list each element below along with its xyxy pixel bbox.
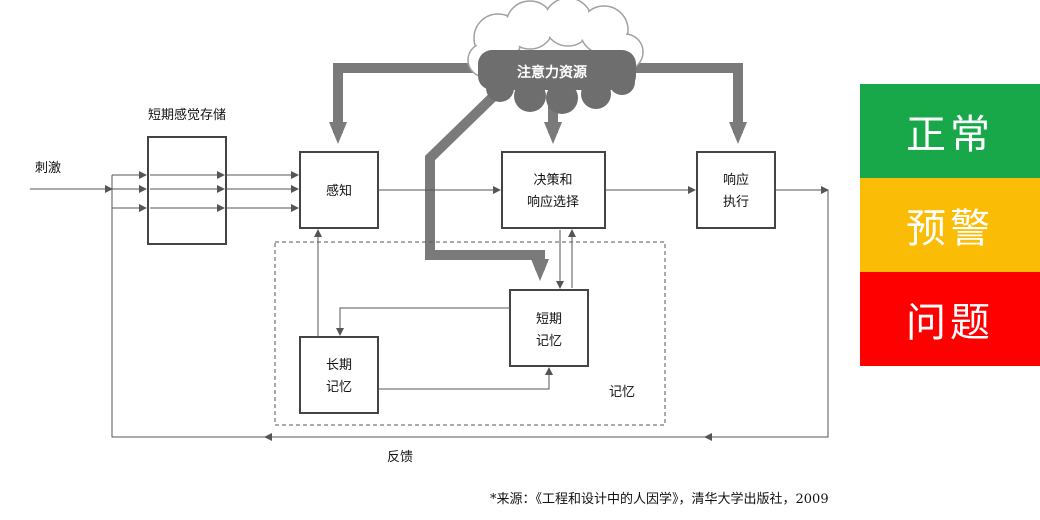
stm-label-line1: 短期 [536,312,562,327]
response-label-line1: 响应 [723,172,749,188]
response-label-line2: 执行 [723,195,749,210]
ltm-box [299,336,379,414]
status-problem-label: 问题 [906,300,994,346]
attention-to-response-arrow [620,63,747,144]
source-citation: *来源：《工程和设计中的人因学》，清华大学出版社，2009 [490,492,829,507]
attention-to-stm-arrow [425,86,549,281]
status-warning-label: 预警 [906,206,994,252]
sensory-store-box [147,136,227,245]
ltm-label-line1: 长期 [326,358,352,373]
decision-box [501,151,606,229]
perception-box [299,151,379,229]
feedback-loop-line [111,190,829,438]
attention-label: 注意力资源 [517,64,587,81]
sensory-input-arrows [111,171,147,212]
decision-label-line2: 响应选择 [527,194,579,210]
stm-box [509,289,589,367]
status-normal-label: 正常 [906,112,994,158]
feedback-label: 反馈 [387,450,413,465]
perception-label: 感知 [326,183,352,199]
stm-label-line2: 记忆 [536,333,562,349]
status-problem: 问题 [860,272,1040,366]
status-normal: 正常 [860,84,1040,178]
response-box [696,151,776,229]
attention-to-perception-arrow [329,63,480,144]
sensory-store-label: 短期感觉存储 [148,107,226,123]
memory-label: 记忆 [609,384,635,400]
ltm-label-line2: 记忆 [326,379,352,395]
decision-label-line1: 决策和 [533,172,572,188]
attention-cloud [467,0,644,114]
stimulus-label: 刺激 [35,161,61,176]
stm-to-ltm-arrow [336,307,510,336]
sensory-internal-arrows [150,171,225,212]
ltm-to-stm-arrow [378,367,553,390]
sensory-to-perception-arrows [226,171,299,212]
status-warning: 预警 [860,178,1040,272]
